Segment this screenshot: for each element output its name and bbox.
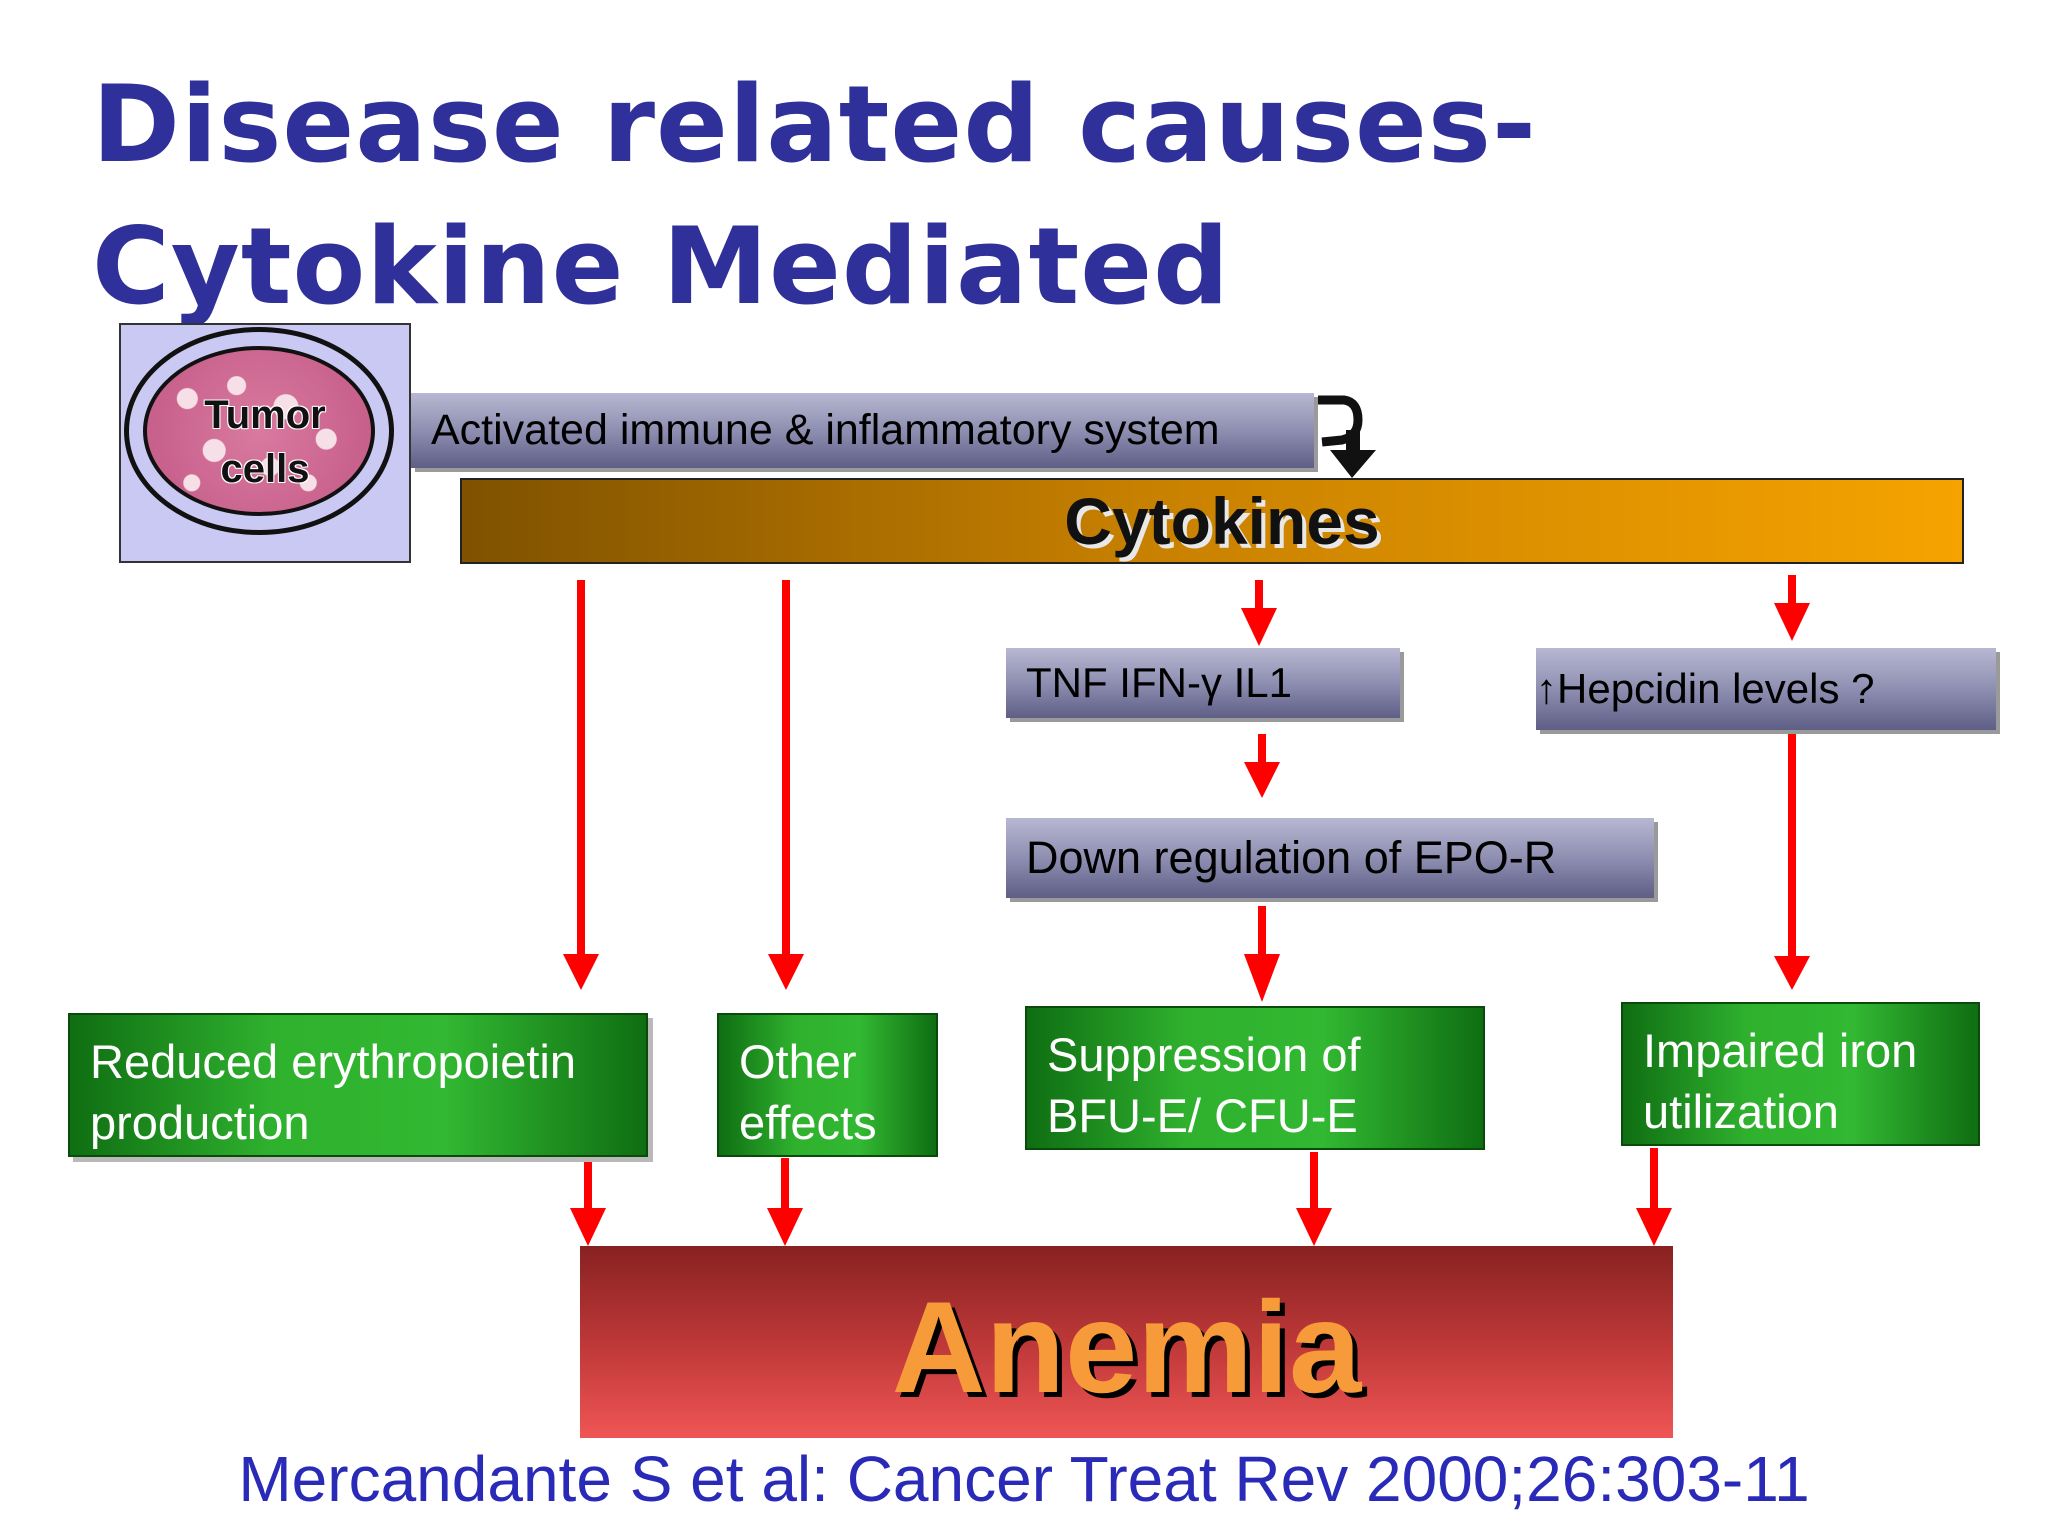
cytokines-label: Cytokines <box>1064 484 1380 558</box>
citation: Mercandante S et al: Cancer Treat Rev 20… <box>238 1443 1810 1515</box>
arrow-reduced-epo-to-anemia <box>570 1158 606 1246</box>
arrow-tnf-to-epo-r <box>1244 734 1280 798</box>
immune-system-label: Activated immune & inflammatory system <box>431 406 1220 454</box>
arrow-cytokines-to-other-effects <box>768 580 804 990</box>
arrow-other-effects-to-anemia <box>767 1158 803 1246</box>
arrow-cytokines-to-reduced-epo <box>563 580 599 990</box>
effect-line-2: utilization <box>1643 1085 1839 1138</box>
cytokines-bar: Cytokines <box>460 478 1964 564</box>
arrow-impaired-iron-to-anemia <box>1636 1148 1672 1246</box>
effect-line-2: production <box>90 1096 310 1149</box>
effect-line-2: effects <box>739 1096 877 1149</box>
effect-box-other-effects: Other effects <box>717 1013 938 1157</box>
arrow-cytokines-to-tnf <box>1241 580 1277 646</box>
tnf-label: TNF IFN-γ IL1 <box>1026 659 1293 706</box>
anemia-label: Anemia <box>891 1274 1362 1420</box>
effect-box-impaired-iron: Impaired iron utilization <box>1621 1002 1980 1146</box>
effect-line-1: Other <box>739 1035 857 1088</box>
title-line-1: Disease related causes- <box>92 63 1537 186</box>
effect-line-1: Impaired iron <box>1643 1024 1918 1077</box>
hepcidin-label: Hepcidin levels ? <box>1557 665 1875 712</box>
epo-r-box: Down regulation of EPO-R <box>1006 818 1654 898</box>
arrow-cytokines-to-hepcidin <box>1774 575 1810 641</box>
arrow-hepcidin-to-impaired-iron <box>1774 732 1810 990</box>
tumor-label-line-1: Tumor <box>204 393 326 437</box>
effect-line-1: Reduced erythropoietin <box>90 1035 576 1088</box>
title-line-2: Cytokine Mediated <box>92 205 1231 328</box>
effect-line-1: Suppression of <box>1047 1028 1361 1081</box>
effect-line-2: BFU-E/ CFU-E <box>1047 1089 1358 1142</box>
tumor-label-line-2: cells <box>220 447 310 491</box>
immune-system-box: Activated immune & inflammatory system <box>411 393 1314 468</box>
arrow-suppression-to-anemia <box>1296 1152 1332 1246</box>
tumor-cells-image: Tumor cells <box>119 323 411 563</box>
up-arrow-icon: ↑ <box>1536 665 1557 712</box>
tnf-box: TNF IFN-γ IL1 <box>1006 648 1400 718</box>
epo-r-label: Down regulation of EPO-R <box>1026 832 1557 883</box>
arrow-epo-r-to-suppression <box>1244 906 1280 1002</box>
effect-box-reduced-epo: Reduced erythropoietin production <box>68 1013 648 1157</box>
tumor-oval-outer-ring <box>124 327 394 535</box>
hepcidin-box: ↑ Hepcidin levels ? <box>1536 648 1996 730</box>
tissue-histology-image <box>143 346 375 516</box>
anemia-box: Anemia <box>580 1246 1673 1438</box>
effect-box-suppression: Suppression of BFU-E/ CFU-E <box>1025 1006 1485 1150</box>
curved-arrow-icon <box>1318 395 1376 478</box>
